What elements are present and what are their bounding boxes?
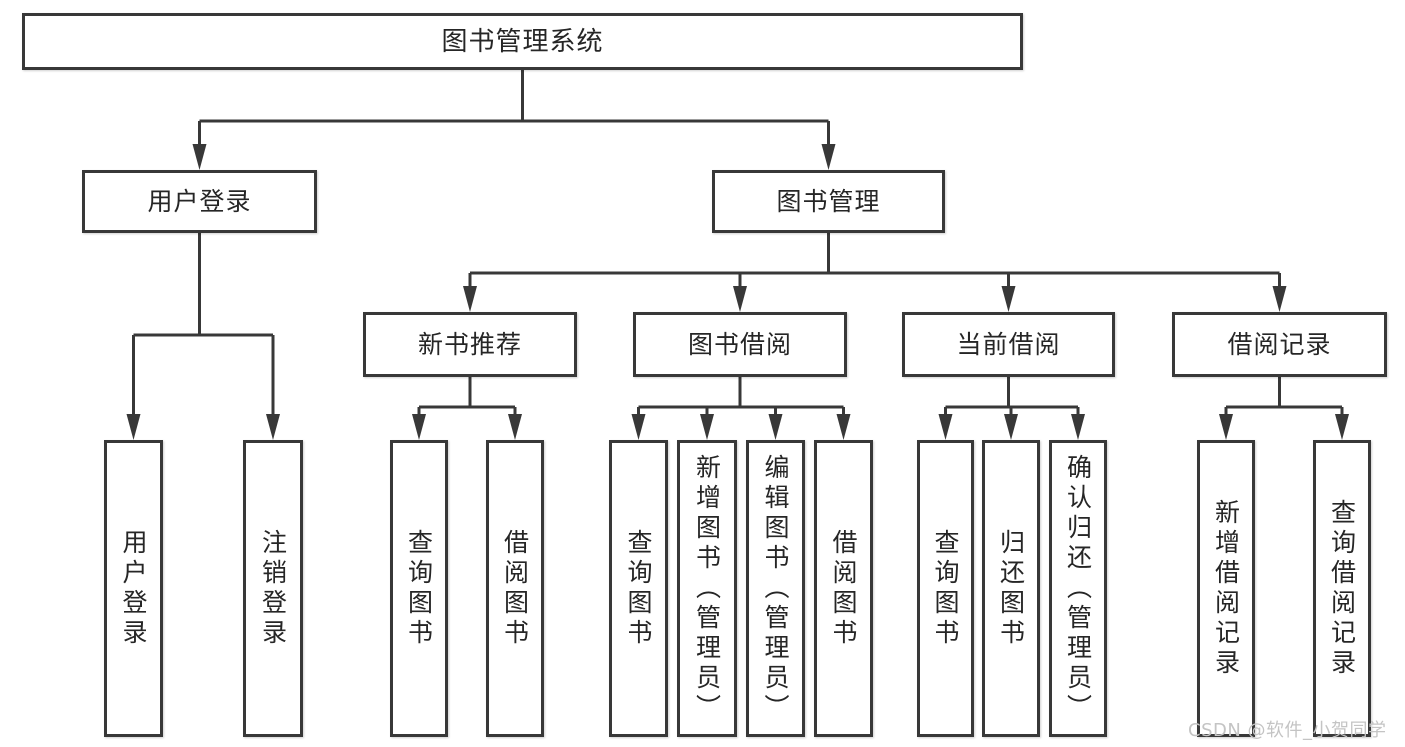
arrowhead: [938, 414, 953, 440]
leaf-borrow-books-borrow-label: 借阅图书: [829, 528, 858, 649]
leaf-query-books-borrow: 查询图书: [609, 440, 668, 737]
arrowhead: [412, 414, 426, 440]
node-new-book-recommend: 新书推荐: [363, 312, 577, 377]
leaf-logout-label: 注销登录: [258, 528, 288, 649]
arrowhead: [821, 144, 836, 170]
leaf-add-book-admin-label: 新增图书（管理员）: [692, 453, 722, 724]
arrowhead: [1071, 414, 1085, 440]
leaf-add-book-admin: 新增图书（管理员）: [677, 440, 737, 737]
leaf-add-borrow-record: 新增借阅记录: [1197, 440, 1255, 737]
arrowhead: [508, 414, 522, 440]
leaf-query-books-borrow-label: 查询图书: [624, 528, 653, 649]
arrowhead: [700, 414, 714, 440]
node-user-login: 用户登录: [82, 170, 317, 233]
node-current-borrowing-label: 当前借阅: [956, 330, 1061, 359]
arrowhead: [1001, 286, 1016, 312]
arrowhead: [631, 414, 646, 440]
arrowhead: [266, 414, 280, 440]
arrowhead: [1004, 414, 1018, 440]
arrowhead: [463, 286, 477, 312]
leaf-query-borrow-record: 查询借阅记录: [1313, 440, 1371, 737]
node-book-borrowing-label: 图书借阅: [687, 330, 792, 359]
leaf-query-borrow-record-label: 查询借阅记录: [1327, 498, 1357, 679]
leaf-confirm-return-admin: 确认归还（管理员）: [1049, 440, 1107, 737]
node-book-management-label: 图书管理: [776, 187, 881, 216]
leaf-query-books-current: 查询图书: [917, 440, 974, 737]
leaf-query-books-recommend-label: 查询图书: [404, 528, 434, 649]
node-borrowing-records-label: 借阅记录: [1227, 330, 1332, 359]
leaf-confirm-return-admin-label: 确认归还（管理员）: [1063, 453, 1093, 724]
node-current-borrowing: 当前借阅: [902, 312, 1115, 377]
csdn-watermark: CSDN @软件_小贺同学: [1188, 720, 1387, 741]
node-root-label: 图书管理系统: [441, 26, 604, 57]
node-root: 图书管理系统: [22, 13, 1023, 70]
node-book-borrowing: 图书借阅: [633, 312, 847, 377]
connector-lines: [132, 70, 1344, 418]
leaf-edit-book-admin: 编辑图书（管理员）: [746, 440, 805, 737]
leaf-return-book-label: 归还图书: [996, 528, 1026, 649]
node-book-management: 图书管理: [712, 170, 945, 233]
leaf-borrow-books-recommend-label: 借阅图书: [500, 528, 530, 649]
arrowhead: [192, 144, 207, 170]
arrowhead: [768, 414, 783, 440]
node-user-login-label: 用户登录: [147, 187, 252, 216]
leaf-query-books-current-label: 查询图书: [931, 528, 960, 649]
node-new-book-recommend-label: 新书推荐: [417, 330, 522, 359]
leaf-borrow-books-borrow: 借阅图书: [814, 440, 873, 737]
leaf-add-borrow-record-label: 新增借阅记录: [1211, 498, 1241, 679]
node-borrowing-records: 借阅记录: [1172, 312, 1387, 377]
leaf-edit-book-admin-label: 编辑图书（管理员）: [761, 453, 790, 724]
leaf-logout: 注销登录: [243, 440, 303, 737]
arrowhead: [126, 414, 141, 440]
arrowhead: [1335, 414, 1349, 440]
leaf-borrow-books-recommend: 借阅图书: [486, 440, 544, 737]
leaf-user-login-label: 用户登录: [119, 528, 148, 649]
arrowhead: [836, 414, 851, 440]
arrowhead: [1272, 286, 1287, 312]
arrowhead: [1219, 414, 1233, 440]
leaf-query-books-recommend: 查询图书: [390, 440, 448, 737]
leaf-user-login: 用户登录: [104, 440, 163, 737]
leaf-return-book: 归还图书: [982, 440, 1040, 737]
arrowhead: [733, 286, 747, 312]
